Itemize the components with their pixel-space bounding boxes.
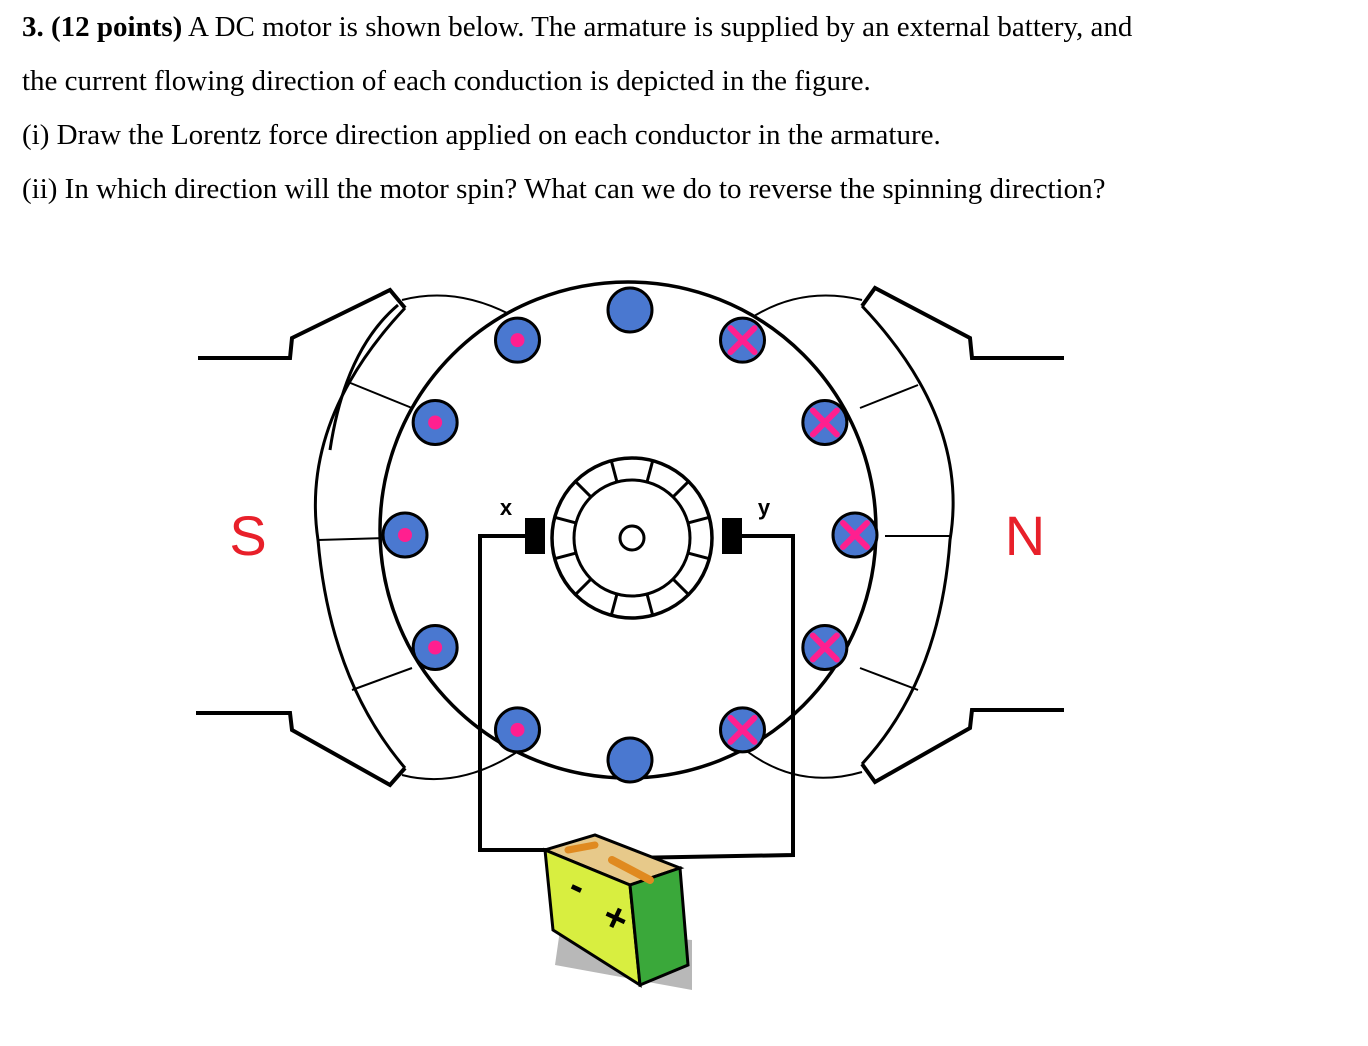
left-stator [196, 287, 407, 788]
question-text: 3. (12 points) A DC motor is shown below… [22, 0, 1352, 216]
left-pole-shoe [317, 294, 521, 781]
current-in-cross [809, 407, 840, 438]
pole-label-n: N [1005, 504, 1045, 567]
conductor-left-lower [411, 624, 459, 671]
commutator-segment-divider [609, 460, 619, 483]
commutator-segment-divider [687, 515, 710, 525]
battery: - + [540, 833, 692, 990]
conductor-upper-right [719, 316, 766, 364]
conductor-upper-left [494, 316, 541, 364]
brush-x-label: x [500, 495, 513, 520]
battery-terminal-minus [564, 841, 599, 854]
shaft [618, 524, 646, 552]
commutator-segment-divider [687, 551, 710, 561]
question-line-1: 3. (12 points) A DC motor is shown below… [22, 0, 1352, 54]
commutator-segment-divider [574, 577, 593, 596]
current-in-cross [840, 520, 870, 550]
commutator-segment-divider [671, 480, 690, 499]
current-out-dot [428, 640, 443, 655]
conductor-bottom [606, 736, 654, 784]
conductor-lower-right [719, 706, 766, 754]
conductor-left [381, 511, 429, 559]
current-in-cross [727, 325, 758, 356]
battery-side [628, 865, 690, 988]
conductor-circle [606, 286, 654, 334]
brush-y-label: y [758, 495, 771, 520]
commutator [550, 456, 714, 620]
conductor-right [831, 511, 879, 559]
question-line-2: the current flowing direction of each co… [22, 65, 871, 97]
question-part-i: (i) Draw the Lorentz force direction app… [22, 119, 941, 151]
conductor-right-lower [801, 624, 849, 671]
commutator-segment-divider [574, 480, 593, 499]
commutator-segment-divider [645, 460, 655, 483]
question-intro: A DC motor is shown below. The armature … [182, 11, 1133, 43]
commutator-segment-divider [554, 551, 577, 561]
conductor-right-upper [801, 399, 849, 446]
right-stator [860, 285, 1064, 785]
pole-label-s: S [229, 504, 266, 567]
current-out-dot [510, 333, 525, 348]
current-in-cross [727, 714, 758, 745]
commutator-segment-divider [554, 515, 577, 525]
circuit-wires [478, 534, 795, 860]
current-in-cross [809, 632, 840, 663]
brush-x [525, 518, 545, 554]
question-part-ii: (ii) In which direction will the motor s… [22, 173, 1106, 205]
conductor-left-upper [411, 399, 459, 446]
armature-conductors [381, 286, 879, 784]
commutator-segment-divider [671, 577, 690, 596]
right-pole-shoe [747, 294, 950, 779]
conductor-top [606, 286, 654, 334]
current-out-dot [428, 415, 443, 430]
battery-terminal-plus [608, 856, 654, 884]
question-number: 3. (12 points) [22, 11, 183, 43]
commutator-segment-divider [609, 593, 619, 616]
commutator-segment-divider [645, 593, 655, 616]
conductor-circle [606, 736, 654, 784]
current-out-dot [398, 528, 412, 542]
conductor-lower-left [494, 706, 541, 754]
current-out-dot [510, 722, 525, 737]
brush-y [722, 518, 742, 554]
